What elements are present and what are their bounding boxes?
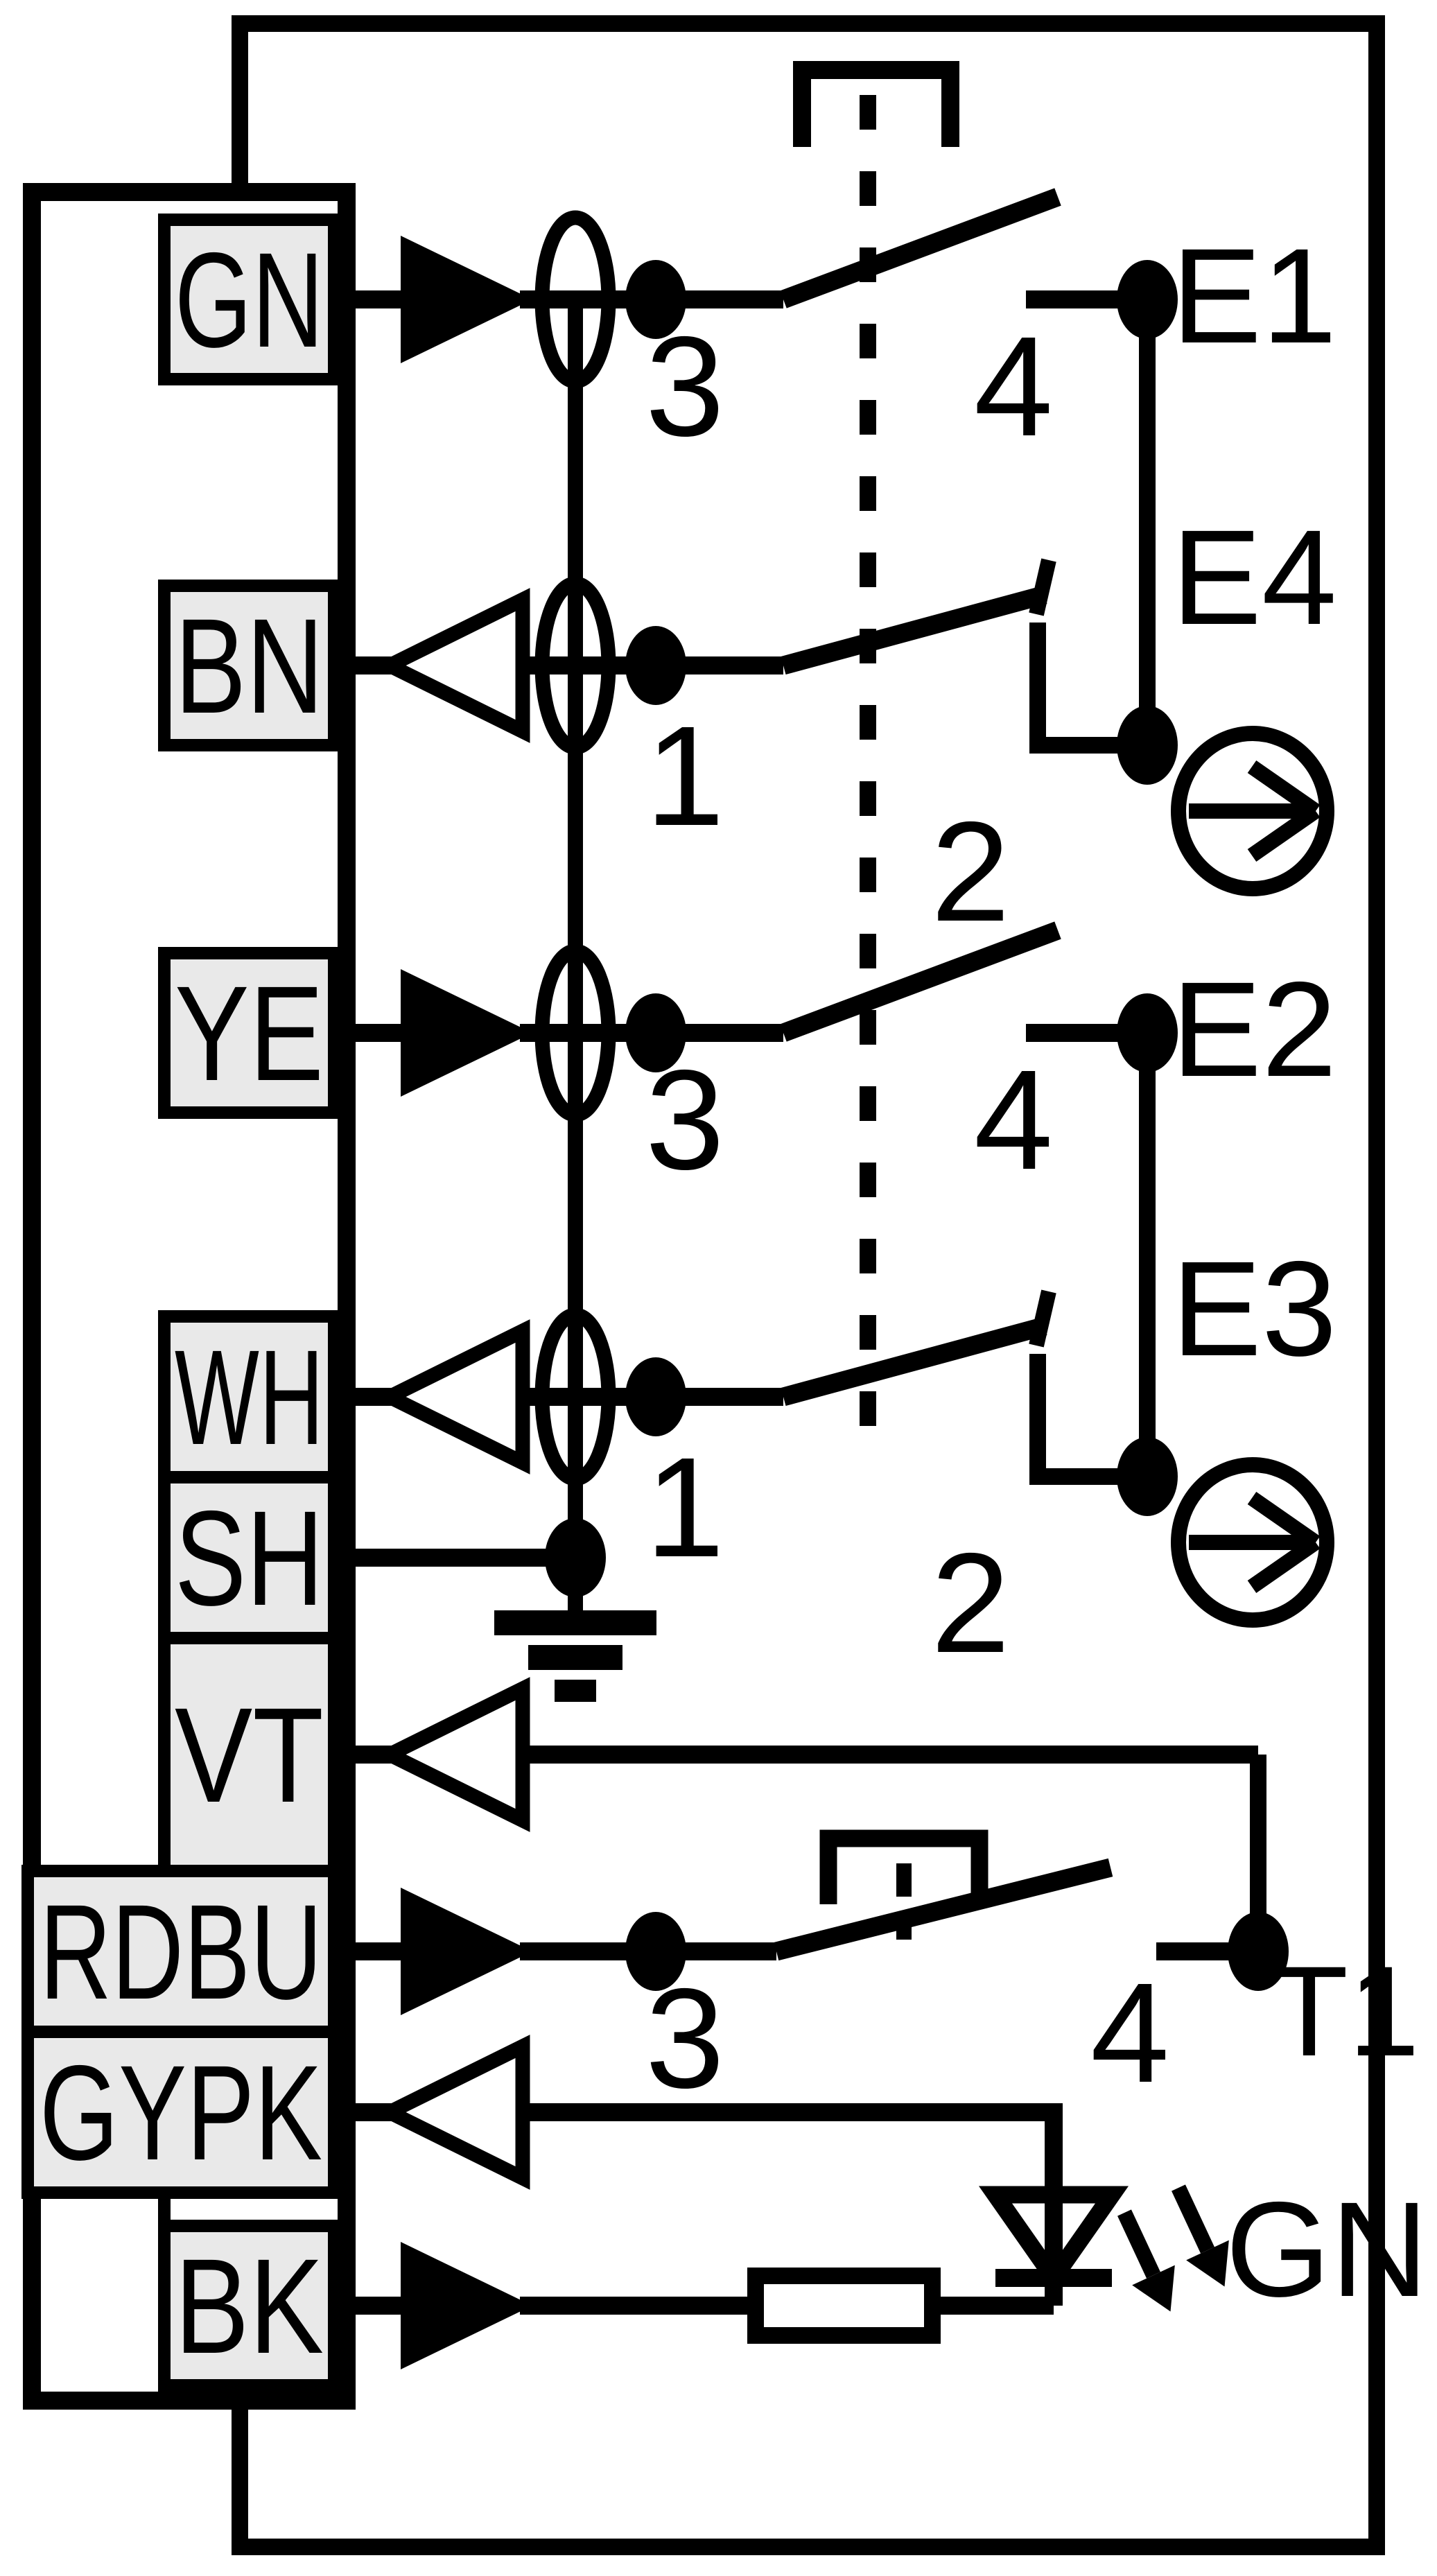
pin-label-bk: BK (175, 2231, 324, 2382)
output-arrow-icon (401, 2242, 532, 2369)
led-icon (978, 2186, 1129, 2293)
output-arrow-icon (401, 1888, 532, 2015)
terminal-number: 3 (645, 1959, 724, 2118)
pin-cell-bn (158, 580, 340, 751)
switch-label: E2 (1172, 954, 1337, 1105)
junction-dot (625, 260, 686, 339)
junction-dot (625, 993, 686, 1072)
twisted-pair-oval-icon (534, 210, 616, 389)
wire-gypk (521, 2103, 1063, 2195)
led-color-label: GN (1226, 2174, 1429, 2325)
nc-contact-tick (1029, 1289, 1056, 1348)
twisted-pair-oval-icon (534, 943, 616, 1122)
junction-dot (625, 626, 686, 705)
pin-cell-ye (158, 947, 340, 1119)
pin-cell-sh (158, 1471, 340, 1644)
junction-dot (1117, 1437, 1178, 1516)
terminal-number: 1 (645, 1428, 724, 1587)
pin-cell-vt (158, 1632, 340, 1877)
switch-label: E3 (1172, 1233, 1337, 1384)
switch-label: E1 (1172, 220, 1337, 372)
terminal-number: 3 (645, 1041, 724, 1199)
pin-label-wh: WH (175, 1322, 324, 1473)
pin-label-gypk: GYPK (40, 2037, 322, 2188)
actuation-direction-circle-arrow-icon (1171, 726, 1334, 896)
plunger-bracket-icon-t1 (819, 1829, 989, 1904)
pin-label-sh: SH (175, 1483, 324, 1634)
junction-dot (1117, 706, 1178, 785)
pin-cell-gn (158, 214, 340, 385)
output-arrow-icon (401, 236, 532, 363)
twisted-pair-oval-icon (534, 576, 616, 755)
output-arrow-icon (401, 969, 532, 1097)
junction-dot (625, 1357, 686, 1436)
terminal-number: 1 (645, 697, 724, 855)
terminal-number: 4 (974, 1041, 1053, 1199)
junction-dot (1228, 1912, 1289, 1991)
resistor-icon (747, 2268, 941, 2344)
pin-label-bn: BN (175, 591, 324, 742)
junction-dot (625, 1912, 686, 1991)
pin-cell-rdbu (21, 1865, 340, 2038)
terminal-number: 3 (645, 307, 724, 466)
twisted-pair-oval-icon (534, 1307, 616, 1486)
contact-return-wire (1029, 623, 1140, 754)
contact-return-wire (1029, 1354, 1140, 1485)
terminal-number: 4 (974, 307, 1053, 466)
switch-label: E4 (1172, 502, 1337, 653)
contact-lever (781, 585, 1047, 675)
nc-contact-tick (1029, 558, 1056, 616)
pin-cell-bk (158, 2220, 340, 2392)
contact-lever-t1 (774, 1858, 1113, 1961)
pin-cell-wh (158, 1310, 340, 1483)
pin-cell-gypk (21, 2026, 340, 2199)
led-emission-arrow-icon (1186, 2240, 1229, 2287)
junction-dot-sh (545, 1518, 606, 1597)
switch-label: T1 (1270, 1940, 1420, 2083)
terminal-number: 4 (1090, 1953, 1169, 2112)
contact-lever (780, 188, 1061, 308)
contact-lever (781, 1316, 1047, 1407)
pin-label-ye: YE (175, 958, 324, 1109)
led-emission-arrow-icon (1172, 2184, 1214, 2254)
actuation-direction-circle-arrow-icon (1171, 1457, 1334, 1628)
contact-lever (780, 921, 1061, 1042)
pin-label-rdbu: RDBU (40, 1877, 322, 2028)
led-emission-arrow-icon (1117, 2209, 1160, 2279)
led-emission-arrow-icon (1132, 2265, 1175, 2312)
pin-label-gn: GN (175, 225, 324, 376)
terminal-number: 2 (931, 792, 1010, 951)
terminal-number: 2 (931, 1524, 1010, 1682)
pin-label-vt: VT (175, 1680, 324, 1831)
plunger-bracket-icon (793, 61, 959, 147)
